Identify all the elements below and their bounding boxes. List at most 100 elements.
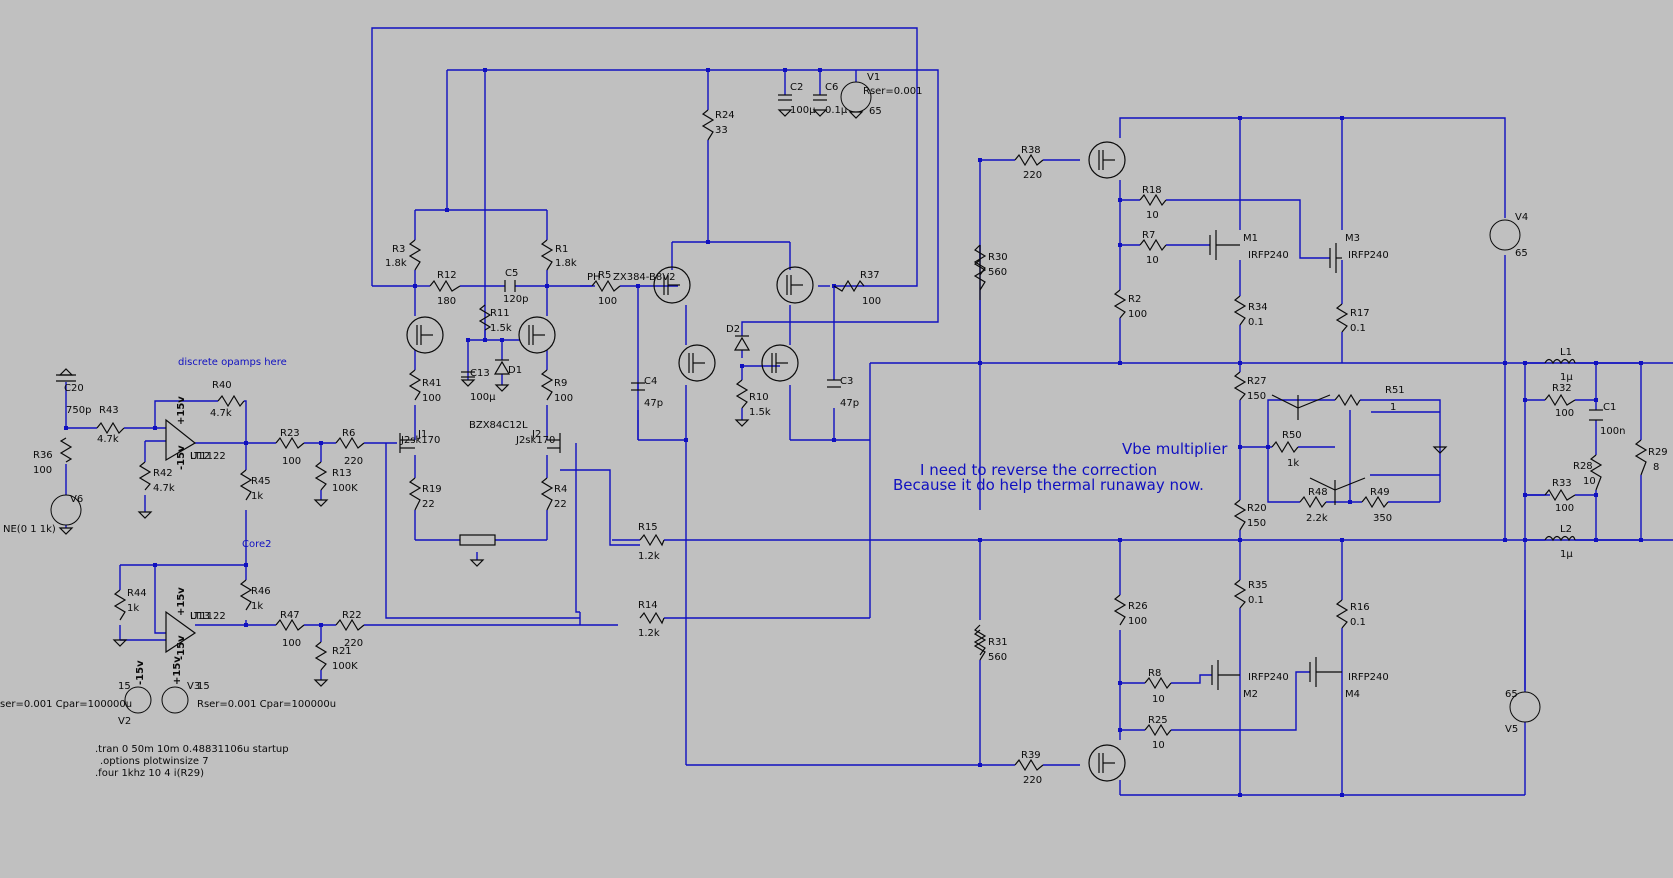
component-name-r22[interactable]: R22 (342, 610, 362, 621)
component-name-j1[interactable]: J1 (417, 429, 427, 440)
component-name-c20[interactable]: C20 (64, 383, 84, 394)
component-name-d2[interactable]: D2 (726, 324, 740, 335)
component-value-d1[interactable]: BZX84C12L (469, 420, 528, 431)
component-name-u12[interactable]: U12 (190, 451, 210, 462)
component-value-r1[interactable]: 1.8k (555, 258, 577, 269)
component-value-r28[interactable]: 10 (1583, 476, 1596, 487)
component-name-r36[interactable]: R36 (33, 450, 53, 461)
component-name-m2[interactable]: M2 (1243, 689, 1258, 700)
component-value-m4[interactable]: IRFP240 (1348, 672, 1389, 683)
component-value-r44[interactable]: 1k (127, 603, 139, 614)
component-name-r3[interactable]: R3 (392, 244, 405, 255)
component-name-r9[interactable]: R9 (554, 378, 567, 389)
component-name-r5[interactable]: R5 (598, 270, 611, 281)
component-name-l2[interactable]: L2 (1560, 524, 1572, 535)
component-name-v5[interactable]: V5 (1505, 724, 1518, 735)
component-name-r11[interactable]: R11 (490, 308, 510, 319)
component-value-v6[interactable]: NE(0 1 1k) (3, 524, 56, 535)
component-value-r22[interactable]: 220 (344, 638, 363, 649)
component-value-r29[interactable]: 8 (1653, 462, 1659, 473)
component-value-l2[interactable]: 1µ (1560, 549, 1573, 560)
component-name-r26[interactable]: R26 (1128, 601, 1148, 612)
component-name-r23[interactable]: R23 (280, 428, 300, 439)
component-value-r8[interactable]: 10 (1152, 694, 1165, 705)
component-value-r51[interactable]: 1 (1390, 402, 1396, 413)
component-name-r32[interactable]: R32 (1552, 383, 1572, 394)
component-value-r40[interactable]: 4.7k (210, 408, 232, 419)
component-name-r10[interactable]: R10 (749, 392, 769, 403)
component-name-c1[interactable]: C1 (1603, 402, 1616, 413)
component-name-r48[interactable]: R48 (1308, 487, 1328, 498)
component-name-r49[interactable]: R49 (1370, 487, 1390, 498)
component-value-r27[interactable]: 150 (1247, 391, 1266, 402)
component-name-c2[interactable]: C2 (790, 82, 803, 93)
component-value-c13[interactable]: 100µ (470, 392, 496, 403)
component-name-j2[interactable]: J2 (531, 429, 541, 440)
component-value-j2[interactable]: J2sk170 (515, 435, 555, 446)
component-value-r37[interactable]: 100 (862, 296, 881, 307)
component-name-r41[interactable]: R41 (422, 378, 442, 389)
component-value-r18[interactable]: 10 (1146, 210, 1159, 221)
component-name-v2[interactable]: V2 (118, 716, 131, 727)
component-name-c13[interactable]: C13 (470, 368, 490, 379)
component-value-r32[interactable]: 100 (1555, 408, 1574, 419)
component-value-r16[interactable]: 0.1 (1350, 617, 1366, 628)
component-value-v2[interactable]: 15 (118, 681, 131, 692)
component-name-l1[interactable]: L1 (1560, 347, 1572, 358)
component-name-r37[interactable]: R37 (860, 270, 880, 281)
component-name-r24[interactable]: R24 (715, 110, 735, 121)
component-name-r31[interactable]: R31 (988, 637, 1008, 648)
component-value-c1[interactable]: 100n (1600, 426, 1625, 437)
component-name-r16[interactable]: R16 (1350, 602, 1370, 613)
component-name-r42[interactable]: R42 (153, 468, 173, 479)
component-value-r15[interactable]: 1.2k (638, 551, 660, 562)
component-name-r27[interactable]: R27 (1247, 376, 1267, 387)
component-value-r12[interactable]: 180 (437, 296, 456, 307)
component-value-m2[interactable]: IRFP240 (1248, 672, 1289, 683)
component-value-r9[interactable]: 100 (554, 393, 573, 404)
component-name-v3[interactable]: V3 (187, 681, 200, 692)
component-value-r39[interactable]: 220 (1023, 775, 1042, 786)
component-name-r12[interactable]: R12 (437, 270, 457, 281)
component-name-c4[interactable]: C4 (644, 376, 657, 387)
component-name-r45[interactable]: R45 (251, 476, 271, 487)
component-value-v4[interactable]: 65 (1515, 248, 1528, 259)
component-name-r34[interactable]: R34 (1248, 302, 1268, 313)
component-value-r45[interactable]: 1k (251, 491, 263, 502)
component-value-v5[interactable]: 65 (1505, 689, 1518, 700)
component-value-r38[interactable]: 220 (1023, 170, 1042, 181)
component-value-r17[interactable]: 0.1 (1350, 323, 1366, 334)
component-name-r25[interactable]: R25 (1148, 715, 1168, 726)
component-value-r43[interactable]: 4.7k (97, 434, 119, 445)
component-name-r40[interactable]: R40 (212, 380, 232, 391)
component-name-v6[interactable]: V6 (70, 494, 83, 505)
component-name-r50[interactable]: R50 (1282, 430, 1302, 441)
component-value-r21[interactable]: 100K (332, 661, 358, 672)
component-value-c4[interactable]: 47p (644, 398, 663, 409)
component-name-c5[interactable]: C5 (505, 268, 518, 279)
component-value-r7[interactable]: 10 (1146, 255, 1159, 266)
component-value-m1[interactable]: IRFP240 (1248, 250, 1289, 261)
component-value-c2[interactable]: 100µ (790, 105, 816, 116)
component-name-r47[interactable]: R47 (280, 610, 300, 621)
component-value-r25[interactable]: 10 (1152, 740, 1165, 751)
component-value-r4[interactable]: 22 (554, 499, 567, 510)
component-name-u13[interactable]: U13 (190, 611, 210, 622)
spice-directive-options[interactable]: .options plotwinsize 7 (100, 756, 209, 767)
component-name-r7[interactable]: R7 (1142, 230, 1155, 241)
component-name-r4[interactable]: R4 (554, 484, 567, 495)
component-value-r3[interactable]: 1.8k (385, 258, 407, 269)
component-value-r26[interactable]: 100 (1128, 616, 1147, 627)
component-name-m4[interactable]: M4 (1345, 689, 1360, 700)
component-value-c20[interactable]: 750p (66, 405, 91, 416)
component-name-r21[interactable]: R21 (332, 646, 352, 657)
component-value-r13[interactable]: 100K (332, 483, 358, 494)
component-name-r13[interactable]: R13 (332, 468, 352, 479)
component-value-r31[interactable]: 560 (988, 652, 1007, 663)
component-value-r41[interactable]: 100 (422, 393, 441, 404)
component-name-r39[interactable]: R39 (1021, 750, 1041, 761)
component-name-r51[interactable]: R51 (1385, 385, 1405, 396)
component-name-r43[interactable]: R43 (99, 405, 119, 416)
component-value-r20[interactable]: 150 (1247, 518, 1266, 529)
